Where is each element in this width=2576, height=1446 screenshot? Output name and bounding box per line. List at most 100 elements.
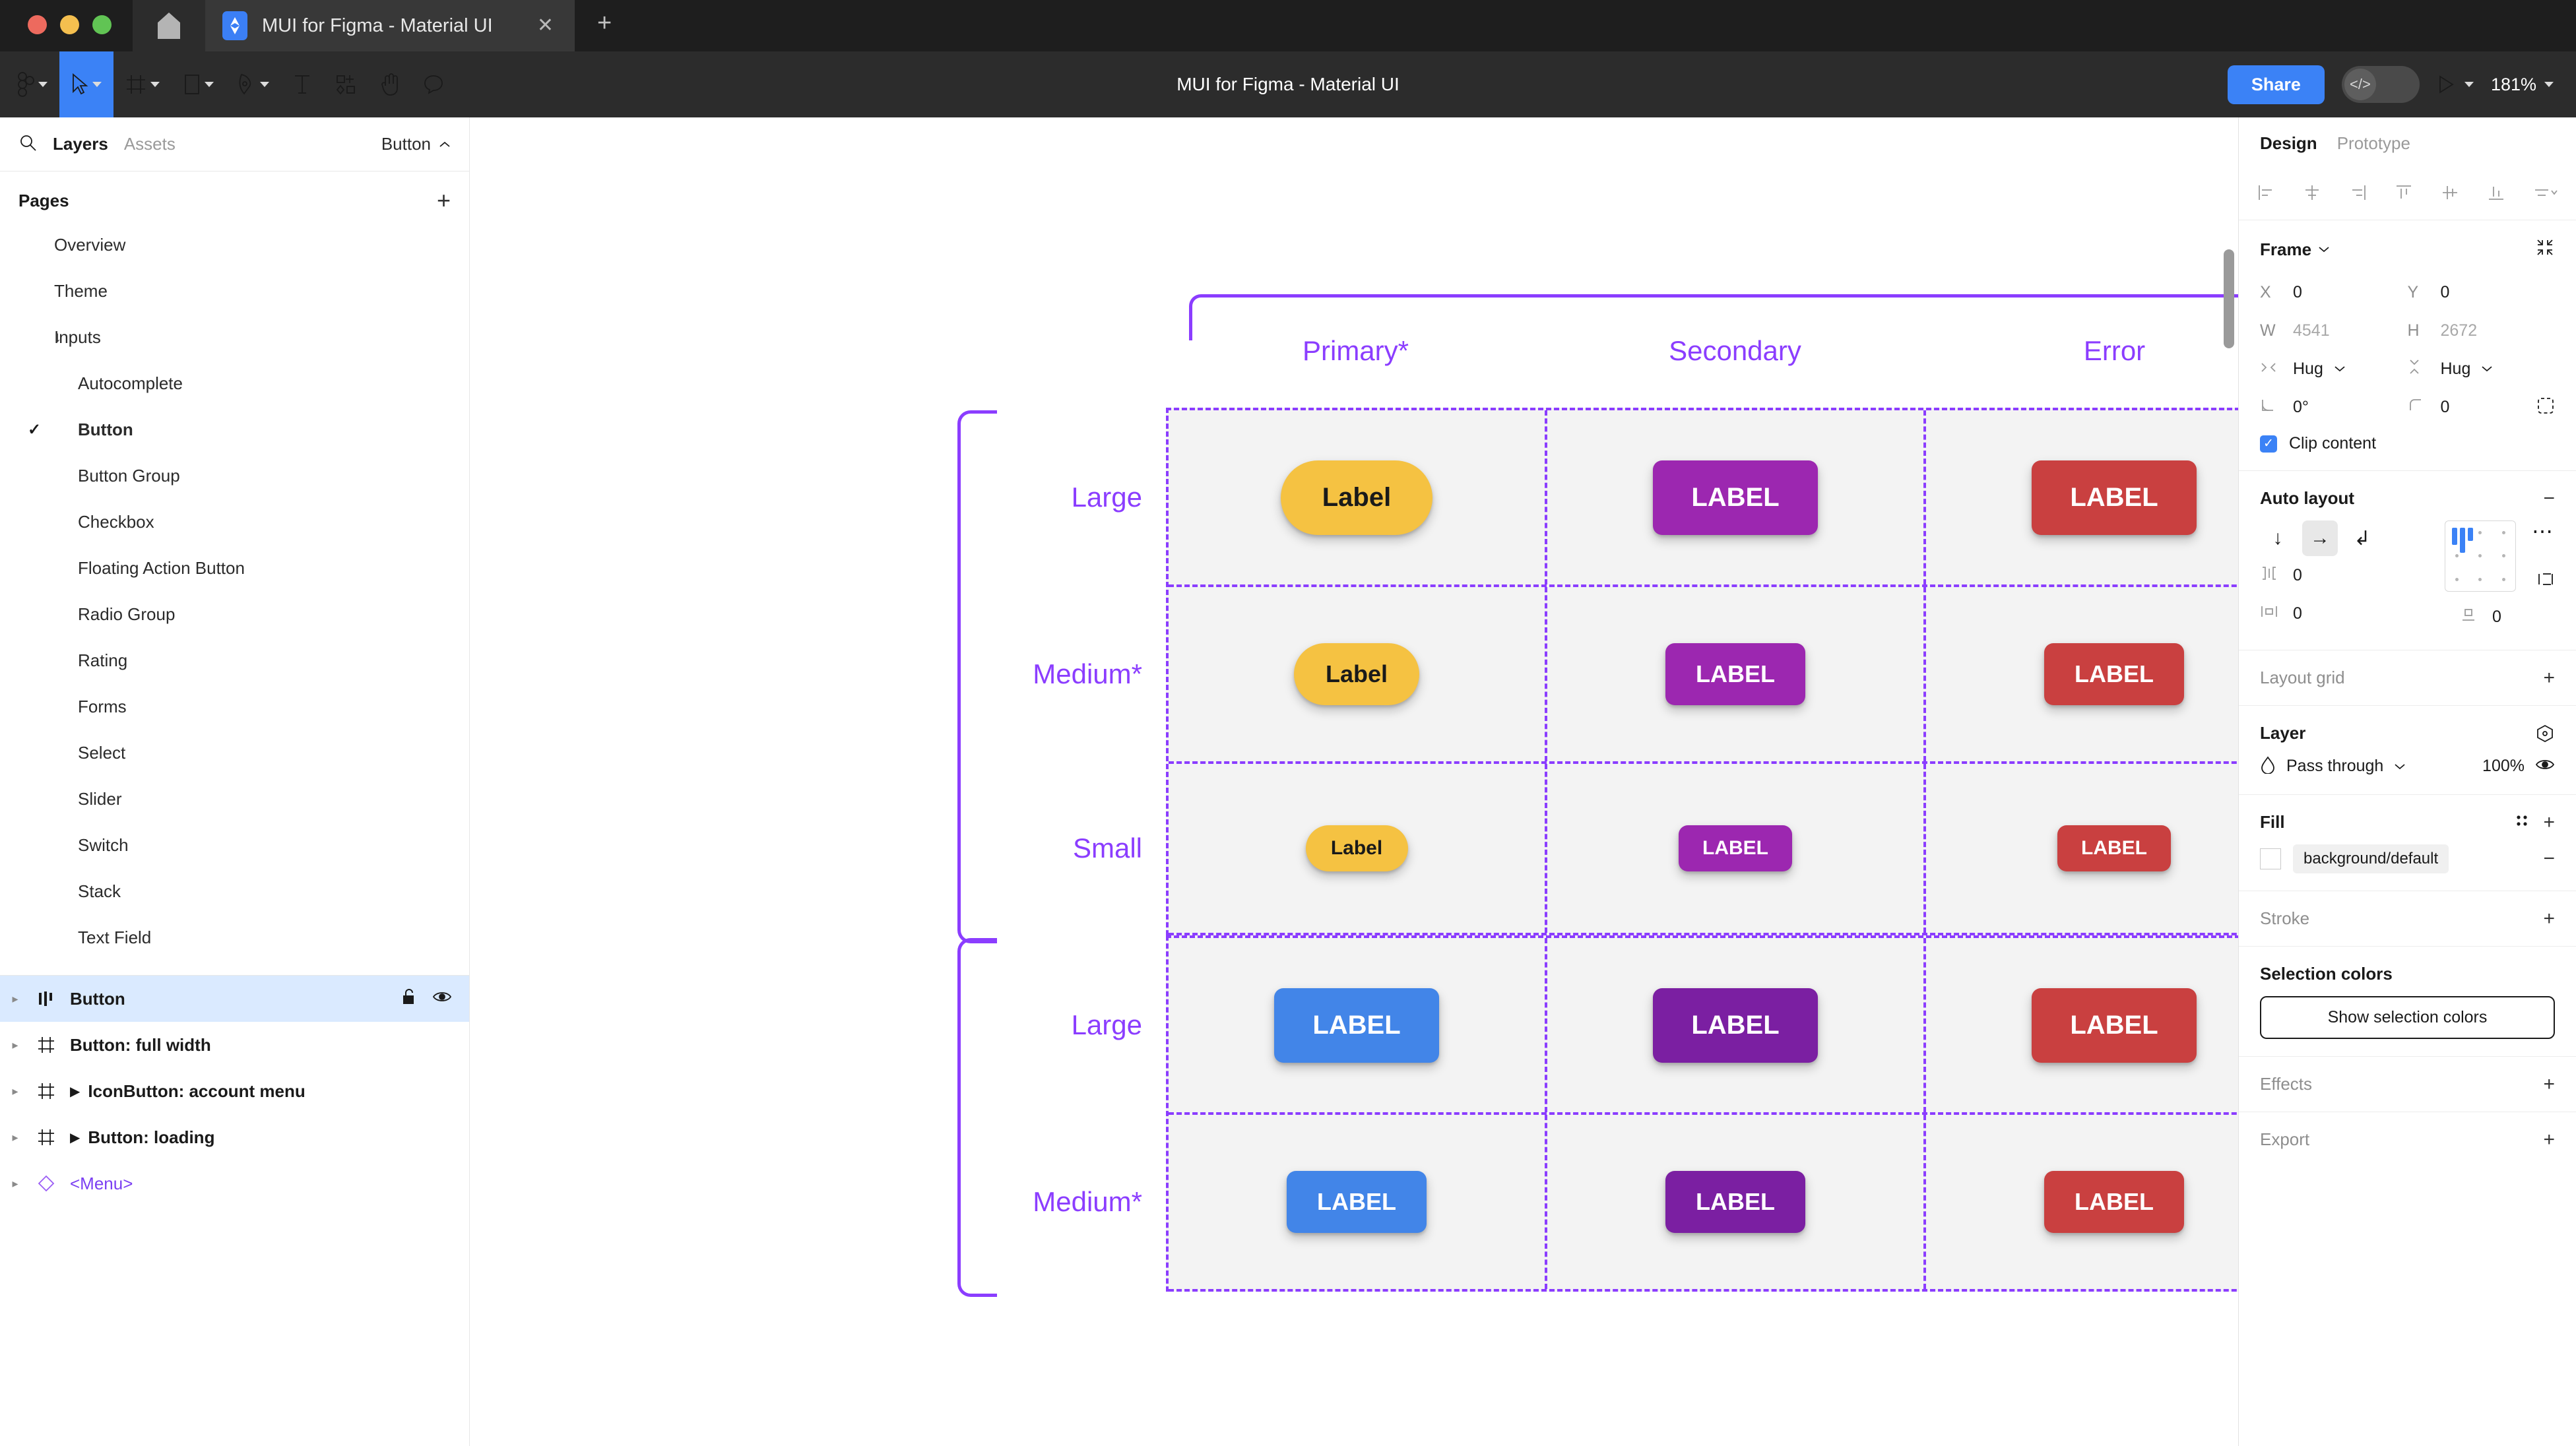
text-tool-icon[interactable] <box>281 51 323 117</box>
components-tool-icon[interactable] <box>323 51 368 117</box>
vertical-resizing-field[interactable]: Hug <box>2408 350 2556 388</box>
page-item-theme[interactable]: Theme <box>0 268 469 314</box>
dev-mode-toggle[interactable]: </> <box>2341 66 2420 103</box>
close-window-button[interactable] <box>28 15 47 34</box>
height-field[interactable]: H 2672 <box>2408 311 2556 350</box>
auto-layout-alignment-grid[interactable] <box>2445 520 2516 592</box>
expand-chevron-icon[interactable]: ▸ <box>12 1176 18 1190</box>
design-button[interactable]: LABEL <box>1653 988 1818 1063</box>
horizontal-padding-field[interactable]: 0 <box>2260 594 2429 633</box>
align-bottom-icon[interactable] <box>2486 183 2506 206</box>
design-button[interactable]: LABEL <box>1679 825 1792 871</box>
design-button[interactable]: LABEL <box>2032 460 2197 535</box>
add-page-button[interactable]: + <box>436 187 451 214</box>
page-item-radio-group[interactable]: Radio Group <box>0 591 469 637</box>
page-item-slider[interactable]: Slider <box>0 776 469 822</box>
page-item-floating-action-button[interactable]: Floating Action Button <box>0 545 469 591</box>
design-button[interactable]: Label <box>1305 825 1408 871</box>
design-button[interactable]: LABEL <box>1653 460 1818 535</box>
visibility-icon[interactable] <box>432 989 452 1009</box>
design-button[interactable]: LABEL <box>1274 988 1439 1063</box>
unlock-icon[interactable] <box>401 988 418 1011</box>
layer-row[interactable]: ▸▶Button: loading <box>0 1114 469 1160</box>
add-effect-button[interactable]: + <box>2543 1073 2555 1095</box>
page-item-overview[interactable]: Overview <box>0 222 469 268</box>
align-top-icon[interactable] <box>2394 183 2414 206</box>
page-item-button-group[interactable]: Button Group <box>0 453 469 499</box>
add-layout-grid-button[interactable]: + <box>2543 666 2555 689</box>
vertical-padding-field[interactable]: 0 <box>2459 606 2501 628</box>
page-item-stack[interactable]: Stack <box>0 868 469 914</box>
align-horizontal-center-icon[interactable] <box>2302 183 2322 206</box>
fill-color-swatch[interactable] <box>2260 848 2281 869</box>
tab-prototype[interactable]: Prototype <box>2336 133 2410 153</box>
y-field[interactable]: Y 0 <box>2408 273 2556 311</box>
present-button[interactable] <box>2437 75 2474 94</box>
remove-auto-layout-button[interactable]: − <box>2543 487 2555 509</box>
share-button[interactable]: Share <box>2227 65 2325 104</box>
expand-chevron-icon[interactable]: ▸ <box>12 1130 18 1144</box>
move-tool-icon[interactable] <box>59 51 113 117</box>
clip-content-row[interactable]: ✓ Clip content <box>2260 434 2555 453</box>
layer-visibility-icon[interactable] <box>2535 757 2555 776</box>
width-field[interactable]: W 4541 <box>2260 311 2408 350</box>
page-item-rating[interactable]: Rating <box>0 637 469 683</box>
design-button[interactable]: LABEL <box>2057 825 2171 871</box>
resize-to-fit-icon[interactable] <box>2535 237 2555 261</box>
shape-tool-icon[interactable] <box>172 51 226 117</box>
opacity-value[interactable]: 100% <box>2482 757 2525 775</box>
expand-chevron-icon[interactable]: ▸ <box>12 991 18 1005</box>
direction-wrap-icon[interactable]: ↲ <box>2354 527 2371 550</box>
page-item-switch[interactable]: Switch <box>0 822 469 868</box>
independent-corners-icon[interactable] <box>2536 396 2555 418</box>
individual-padding-icon[interactable] <box>2536 571 2555 591</box>
comment-tool-icon[interactable] <box>412 51 455 117</box>
minimize-window-button[interactable] <box>60 15 79 34</box>
design-button[interactable]: Label <box>1281 460 1433 535</box>
corner-radius-field[interactable]: 0 <box>2408 388 2556 426</box>
design-button[interactable]: LABEL <box>2044 1171 2184 1233</box>
page-item-inputs[interactable]: ↓Inputs <box>0 314 469 360</box>
remove-fill-button[interactable]: − <box>2543 848 2555 869</box>
blend-mode-row[interactable]: Pass through 100% <box>2260 755 2555 777</box>
maximize-window-button[interactable] <box>92 15 112 34</box>
tab-layers[interactable]: Layers <box>53 134 108 154</box>
layer-row[interactable]: ▸Button <box>0 976 469 1022</box>
clip-content-checkbox[interactable]: ✓ <box>2260 435 2277 453</box>
show-selection-colors-button[interactable]: Show selection colors <box>2260 996 2555 1039</box>
design-button[interactable]: Label <box>1294 643 1419 705</box>
expand-chevron-icon[interactable]: ▸ <box>12 1084 18 1098</box>
component-selector[interactable]: Button <box>381 134 451 154</box>
fill-style-name[interactable]: background/default <box>2293 844 2449 873</box>
close-icon[interactable]: ✕ <box>536 15 554 36</box>
design-button[interactable]: LABEL <box>2032 988 2197 1063</box>
design-button[interactable]: LABEL <box>2044 643 2184 705</box>
layer-styles-icon[interactable] <box>2535 724 2555 743</box>
home-button[interactable] <box>133 0 205 51</box>
layer-row[interactable]: ▸▶IconButton: account menu <box>0 1068 469 1114</box>
new-tab-button[interactable]: + <box>597 9 612 37</box>
page-item-checkbox[interactable]: Checkbox <box>0 499 469 545</box>
layer-row[interactable]: ▸<Menu> <box>0 1160 469 1207</box>
auto-layout-more-options-button[interactable]: ⋯ <box>2532 519 2555 543</box>
page-item-text-field[interactable]: Text Field <box>0 914 469 960</box>
add-stroke-button[interactable]: + <box>2543 907 2555 929</box>
fill-styles-icon[interactable] <box>2514 813 2530 833</box>
figma-menu-icon[interactable] <box>0 51 59 117</box>
rotation-field[interactable]: 0° <box>2260 388 2408 426</box>
x-field[interactable]: X 0 <box>2260 273 2408 311</box>
tab-assets[interactable]: Assets <box>123 134 176 154</box>
hand-tool-icon[interactable] <box>368 51 412 117</box>
expand-chevron-icon[interactable]: ▸ <box>12 1038 18 1052</box>
horizontal-resizing-field[interactable]: Hug <box>2260 350 2408 388</box>
align-right-icon[interactable] <box>2348 183 2368 206</box>
browser-tab-active[interactable]: MUI for Figma - Material UI ✕ <box>205 0 575 51</box>
page-item-select[interactable]: Select <box>0 730 469 776</box>
page-item-button[interactable]: ✓Button <box>0 406 469 453</box>
design-canvas[interactable]: Contained Primary*SecondaryErrorWarning … <box>470 117 2238 1446</box>
design-button[interactable]: LABEL <box>1665 1171 1805 1233</box>
gap-field[interactable]: 0 <box>2260 556 2429 594</box>
page-item-autocomplete[interactable]: Autocomplete <box>0 360 469 406</box>
align-left-icon[interactable] <box>2256 183 2276 206</box>
tab-design[interactable]: Design <box>2260 133 2317 153</box>
